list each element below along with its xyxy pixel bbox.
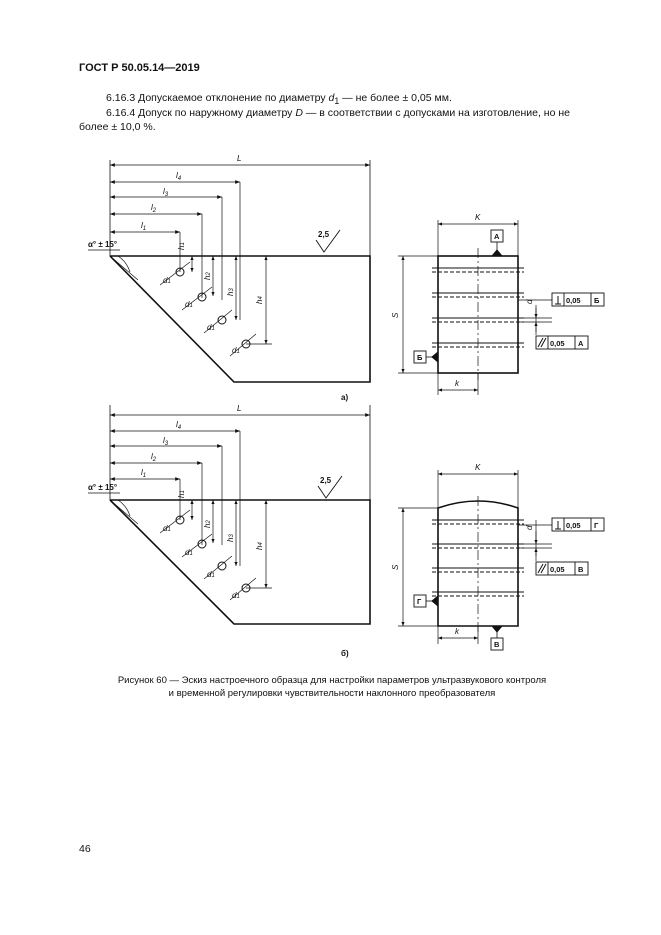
svg-text:h1: h1 xyxy=(177,490,186,498)
svg-text:L: L xyxy=(237,154,241,163)
svg-text:h2: h2 xyxy=(203,272,212,280)
svg-text:l4: l4 xyxy=(176,171,182,182)
page-number: 46 xyxy=(79,843,91,855)
svg-text:α° ± 15°: α° ± 15° xyxy=(88,240,117,249)
svg-text:0,05: 0,05 xyxy=(566,521,581,530)
figure-caption: Рисунок 60 — Эскиз настроечного образца … xyxy=(79,674,585,700)
svg-text:h3: h3 xyxy=(226,288,235,296)
paragraph-6-16-3: 6.16.3 Допускаемое отклонение по диаметр… xyxy=(106,92,452,107)
svg-text:l2: l2 xyxy=(151,203,157,214)
svg-text:l3: l3 xyxy=(163,436,169,447)
svg-text:L: L xyxy=(237,404,241,413)
svg-text:S: S xyxy=(391,564,400,570)
view-a-labels: L l4 l3 l2 l1 α° ± 15° 2,5 h1 h2 h3 h4 d… xyxy=(88,154,348,402)
svg-text:А: А xyxy=(494,232,500,241)
svg-text:Б: Б xyxy=(417,353,423,362)
caption-line-2: и временной регулировки чувствительности… xyxy=(168,688,496,699)
svg-text:В: В xyxy=(494,640,500,649)
svg-text:l1: l1 xyxy=(141,221,146,232)
svg-text:K: K xyxy=(475,213,481,222)
svg-text:d: d xyxy=(525,299,534,304)
svg-text:k: k xyxy=(455,627,460,636)
svg-text:l4: l4 xyxy=(176,420,182,431)
svg-text:h2: h2 xyxy=(203,520,212,528)
svg-text:d1: d1 xyxy=(232,346,240,355)
svg-text:Г: Г xyxy=(417,597,422,606)
view-b-side xyxy=(88,405,371,625)
svg-text:В: В xyxy=(578,565,584,574)
svg-text:Г: Г xyxy=(594,521,599,530)
svg-text:d1: d1 xyxy=(185,548,193,557)
svg-text:0,05: 0,05 xyxy=(566,296,581,305)
view-a-side xyxy=(88,160,371,383)
svg-text:h4: h4 xyxy=(255,296,264,304)
view-b-front xyxy=(398,470,605,651)
svg-text:0,05: 0,05 xyxy=(550,339,565,348)
svg-text:2,5: 2,5 xyxy=(320,476,332,485)
view-a-front xyxy=(398,220,605,395)
svg-text:h4: h4 xyxy=(255,542,264,550)
view-a-front-labels: K k S d А Б 0,05 Б 0,05 А xyxy=(391,213,600,388)
svg-text:d1: d1 xyxy=(185,300,193,309)
svg-text:h1: h1 xyxy=(177,242,186,250)
view-b-labels: L l4 l3 l2 l1 α° ± 15° 2,5 h1 h2 h3 h4 d… xyxy=(88,404,349,658)
svg-text:d1: d1 xyxy=(207,323,215,332)
svg-text:K: K xyxy=(475,463,481,472)
caption-line-1: Рисунок 60 — Эскиз настроечного образца … xyxy=(117,675,547,686)
svg-text:2,5: 2,5 xyxy=(318,230,330,239)
svg-text:S: S xyxy=(391,312,400,318)
svg-text:0,05: 0,05 xyxy=(550,565,565,574)
svg-text:d1: d1 xyxy=(163,276,171,285)
svg-text:l1: l1 xyxy=(141,468,146,479)
view-b-front-labels: K k S d Г В 0,05 Г 0,05 В xyxy=(391,463,599,649)
svg-text:h3: h3 xyxy=(226,534,235,542)
document-header: ГОСТ Р 50.05.14—2019 xyxy=(79,62,200,74)
svg-text:l3: l3 xyxy=(163,187,169,198)
svg-text:б): б) xyxy=(341,649,349,658)
svg-text:d1: d1 xyxy=(232,591,240,600)
svg-text:d1: d1 xyxy=(207,570,215,579)
svg-text:α° ± 15°: α° ± 15° xyxy=(88,483,117,492)
svg-text:d1: d1 xyxy=(163,524,171,533)
svg-text:А: А xyxy=(578,339,584,348)
svg-text:а): а) xyxy=(341,393,348,402)
svg-text:l2: l2 xyxy=(151,452,157,463)
svg-text:d: d xyxy=(525,525,534,530)
svg-text:k: k xyxy=(455,379,460,388)
paragraph-6-16-4: 6.16.4 Допуск по наружному диаметру D — … xyxy=(79,107,570,133)
svg-text:Б: Б xyxy=(594,296,600,305)
